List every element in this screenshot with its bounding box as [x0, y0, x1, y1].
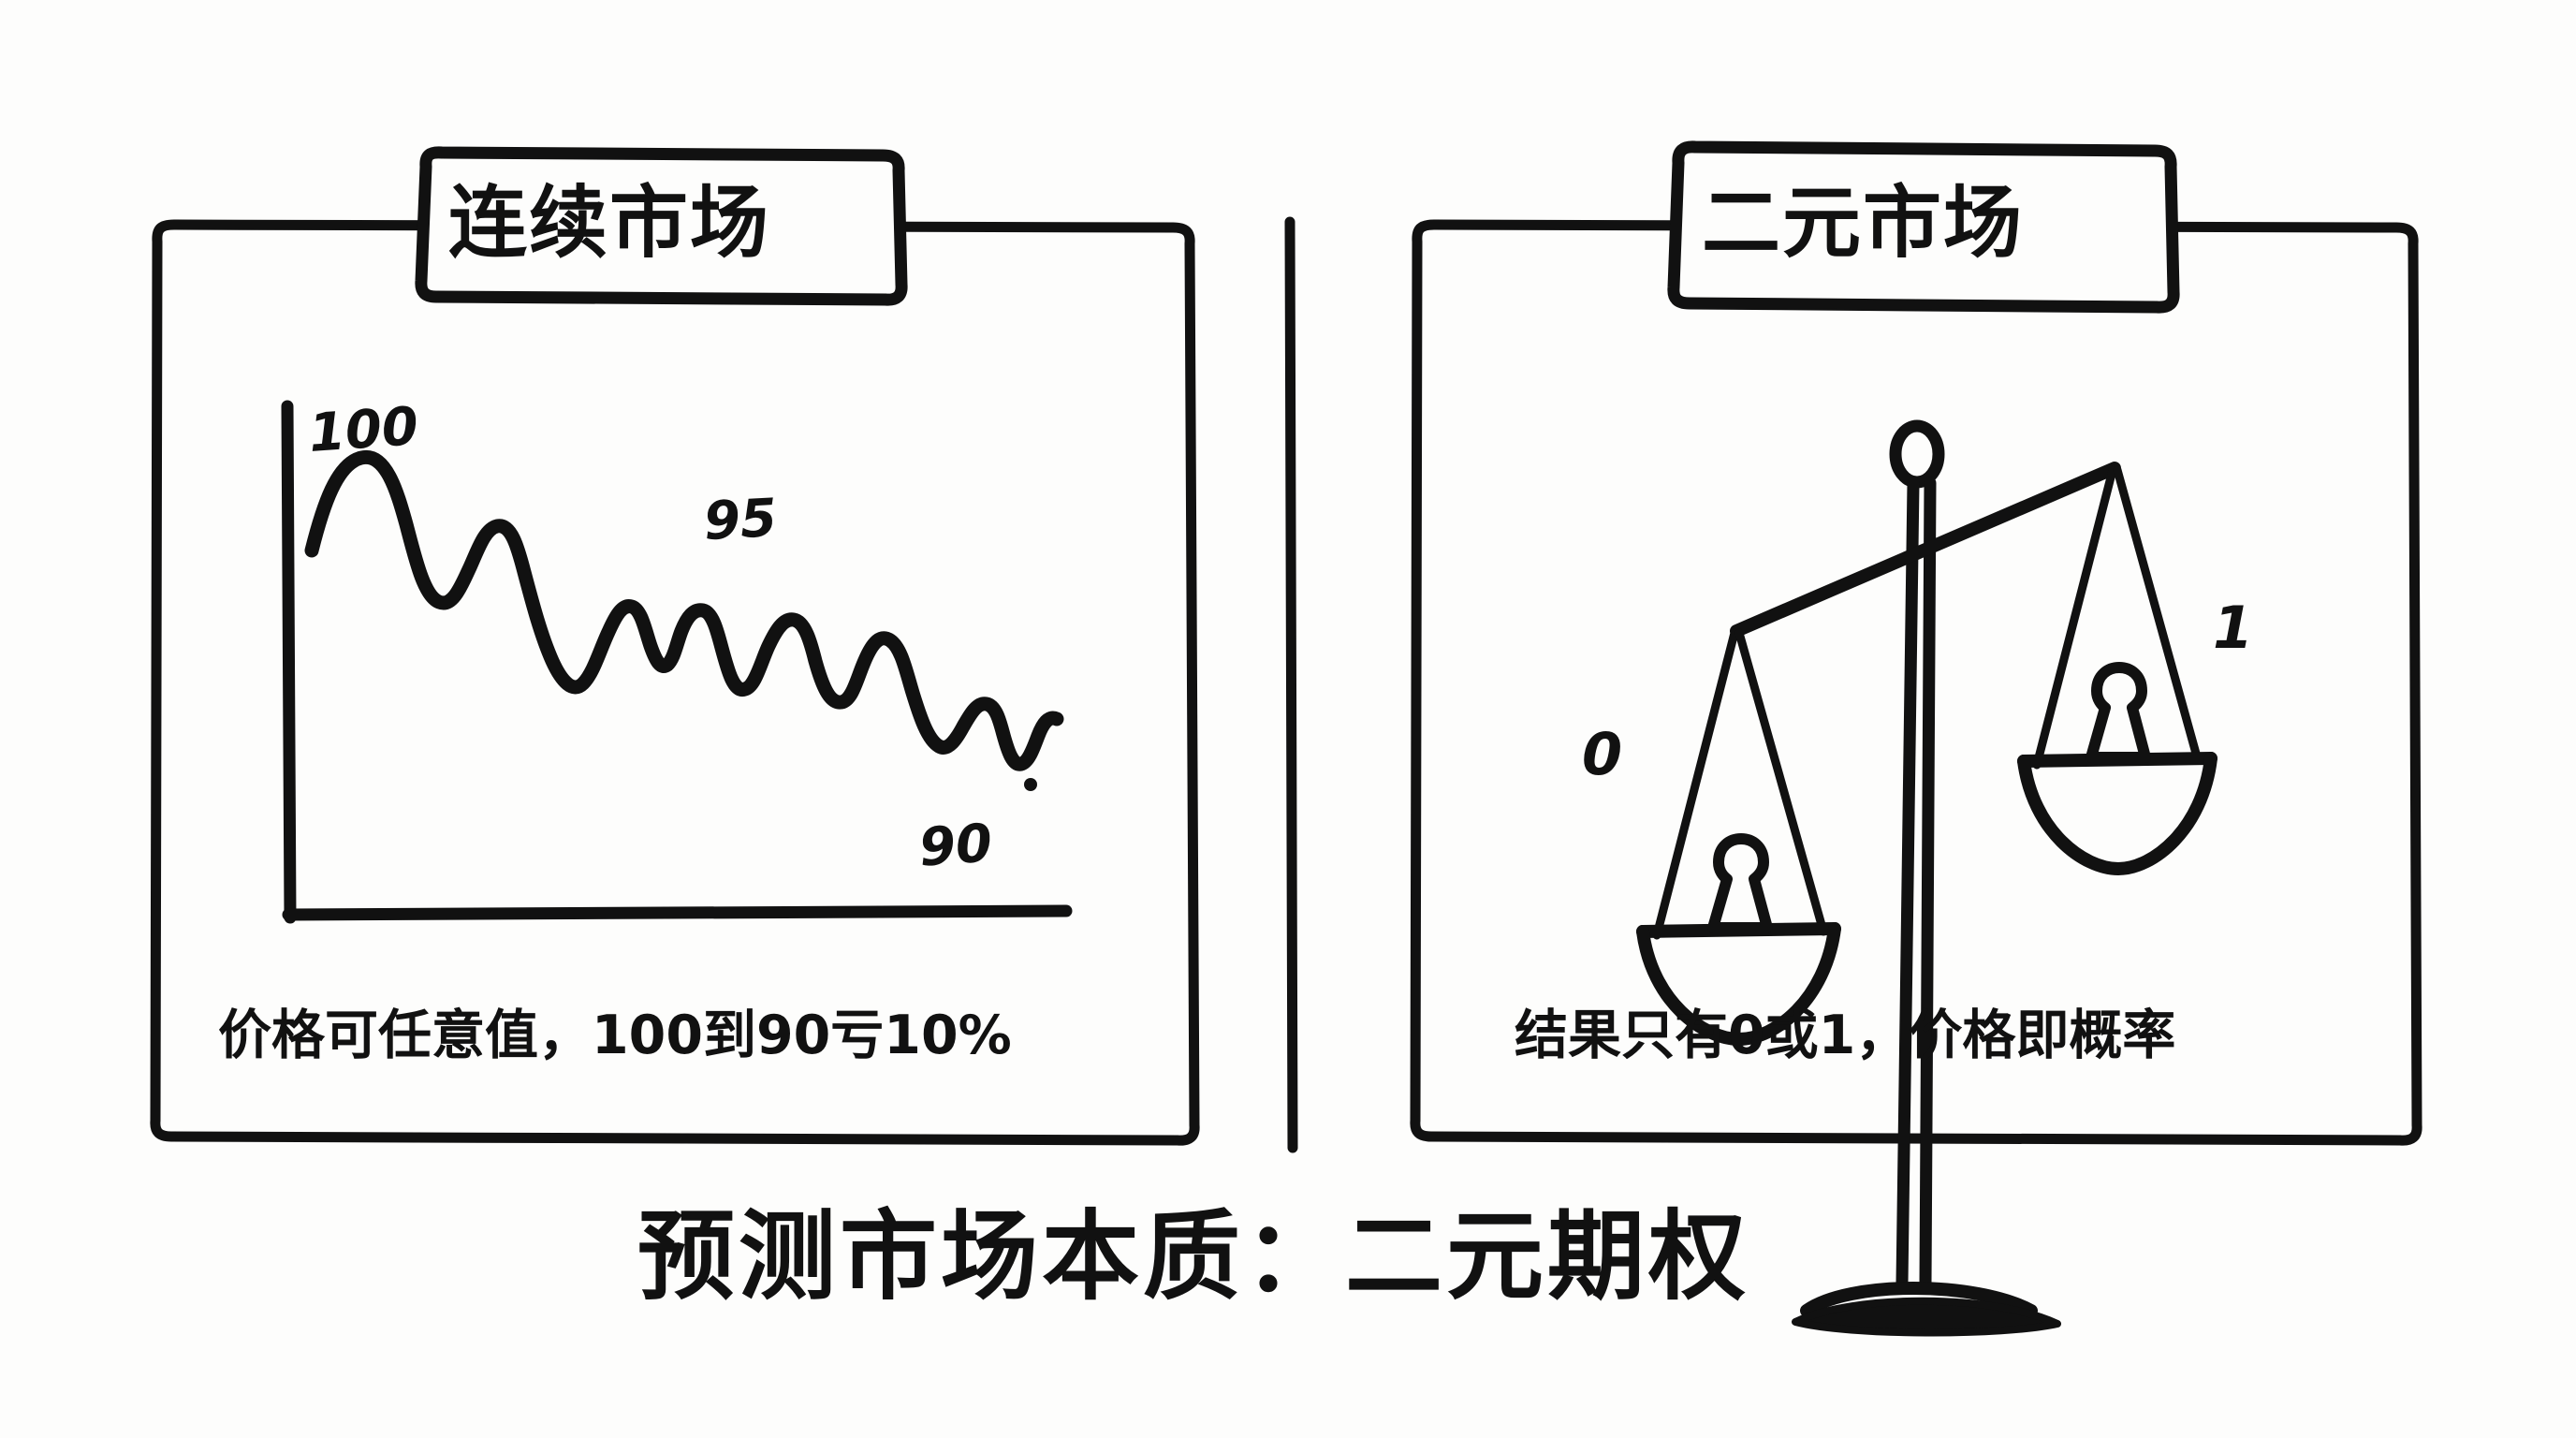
scale-finial — [1889, 419, 1945, 489]
price-line-series — [304, 450, 1064, 791]
chart-annotation-90: 90 — [916, 813, 995, 879]
chart-annotation-100: 100 — [306, 396, 420, 464]
panel-binary-market-frame — [1410, 219, 2422, 1146]
panel-title-continuous-market: 连续市场 — [448, 177, 771, 269]
chip-binary-market — [1667, 140, 2180, 314]
scale-label-zero: 0 — [1582, 720, 1623, 788]
chart-axes — [281, 400, 1073, 924]
scale-pan-left — [1636, 922, 1841, 1047]
panel-continuous-market-frame — [150, 219, 1200, 1146]
chart-annotation-95: 95 — [702, 488, 779, 552]
trailing-dot — [1024, 778, 1037, 791]
scale-label-one: 1 — [2213, 594, 2254, 662]
weight-left — [1707, 833, 1773, 933]
panel-caption-binary-market: 结果只有0或1，价格即概率 — [1515, 1005, 2176, 1066]
vertical-divider — [1284, 216, 1298, 1153]
balance-scale — [1636, 419, 2217, 1337]
panel-title-binary-market: 二元市场 — [1702, 177, 2025, 269]
scale-beam — [1730, 462, 2121, 638]
page-title: 预测市场本质：二元期权 — [637, 1199, 1750, 1313]
weight-right — [2086, 662, 2151, 763]
scale-pan-right — [2017, 752, 2217, 876]
panel-caption-continuous-market: 价格可任意值，100到90亏10% — [218, 1005, 1012, 1066]
chip-continuous-market — [415, 146, 908, 306]
